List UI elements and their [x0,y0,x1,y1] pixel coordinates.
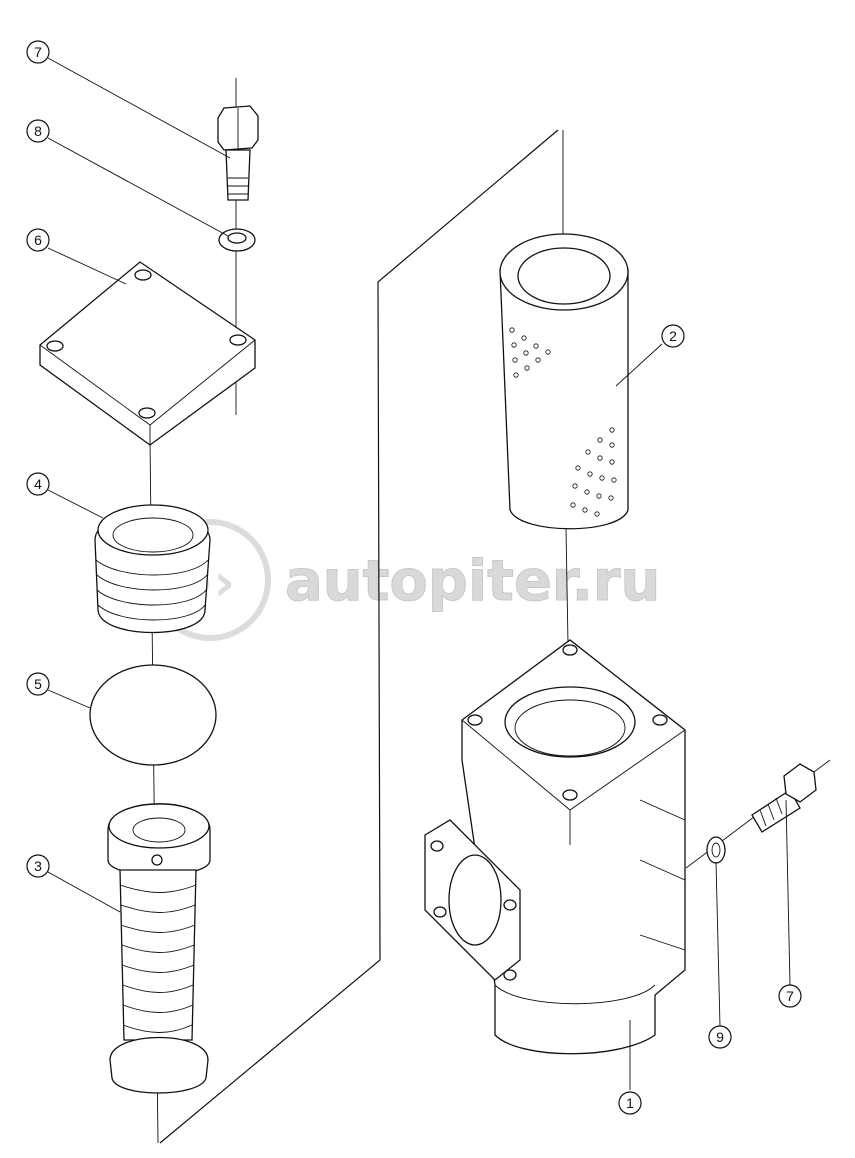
washer-top [218,228,256,252]
watermark-text: autopiter.ru [285,549,660,614]
callout-label: 6 [34,232,42,248]
filter-housing [424,639,686,1055]
washer-right [706,836,726,864]
group-divider-line [159,129,559,1144]
disc [89,664,217,766]
callout-6: 6 [26,228,50,252]
bolt-top [217,105,259,201]
filter-element [499,233,629,530]
callout-label: 1 [626,1095,634,1111]
callout-9: 9 [708,1025,732,1049]
callout-label: 7 [786,988,794,1004]
callout-leaders [47,57,791,1090]
callout-2: 2 [661,324,685,348]
callout-7-right: 7 [778,984,802,1008]
bolt-right [751,763,817,833]
callout-8: 8 [26,119,50,143]
spring [94,504,211,634]
callout-5: 5 [26,672,50,696]
callout-label: 2 [669,328,677,344]
spring-core [107,803,211,1094]
callout-7-top: 7 [26,40,50,64]
callout-label: 5 [34,676,42,692]
callout-label: 4 [34,476,42,492]
callout-label: 3 [34,858,42,874]
callout-label: 9 [716,1029,724,1045]
callout-3: 3 [26,854,50,878]
watermark: ⊚› autopiter.ru [149,519,661,641]
callout-label: 8 [34,123,42,139]
callout-4: 4 [26,472,50,496]
callout-label: 7 [34,44,42,60]
callout-1: 1 [618,1091,642,1115]
cover-plate [39,261,256,446]
